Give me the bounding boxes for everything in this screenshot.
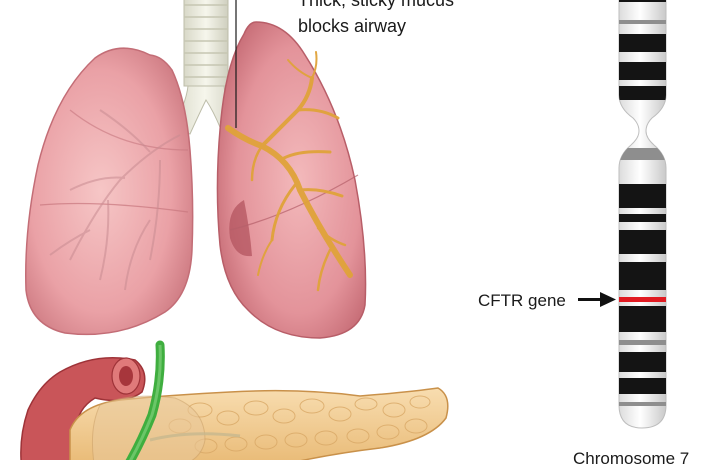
right-lung	[216, 0, 367, 339]
mucus-label-line2: blocks airway	[298, 16, 407, 36]
pancreas-region	[20, 340, 449, 460]
lungs	[25, 0, 367, 339]
left-lung	[25, 47, 194, 336]
cf-diagram	[20, 0, 667, 460]
right-arrow-icon	[578, 292, 616, 307]
cftr-band	[619, 297, 666, 302]
chromosome-bands	[619, 0, 666, 406]
mucus-airways	[225, 51, 353, 292]
chromosome-7	[578, 0, 667, 429]
mucus-label: Thick, sticky mucus blocks airway	[298, 0, 454, 39]
cftr-gene-label: CFTR gene	[478, 291, 566, 310]
mucus-label-line1: Thick, sticky mucus	[298, 0, 455, 10]
chromosome-label: Chromosome 7	[573, 449, 690, 468]
